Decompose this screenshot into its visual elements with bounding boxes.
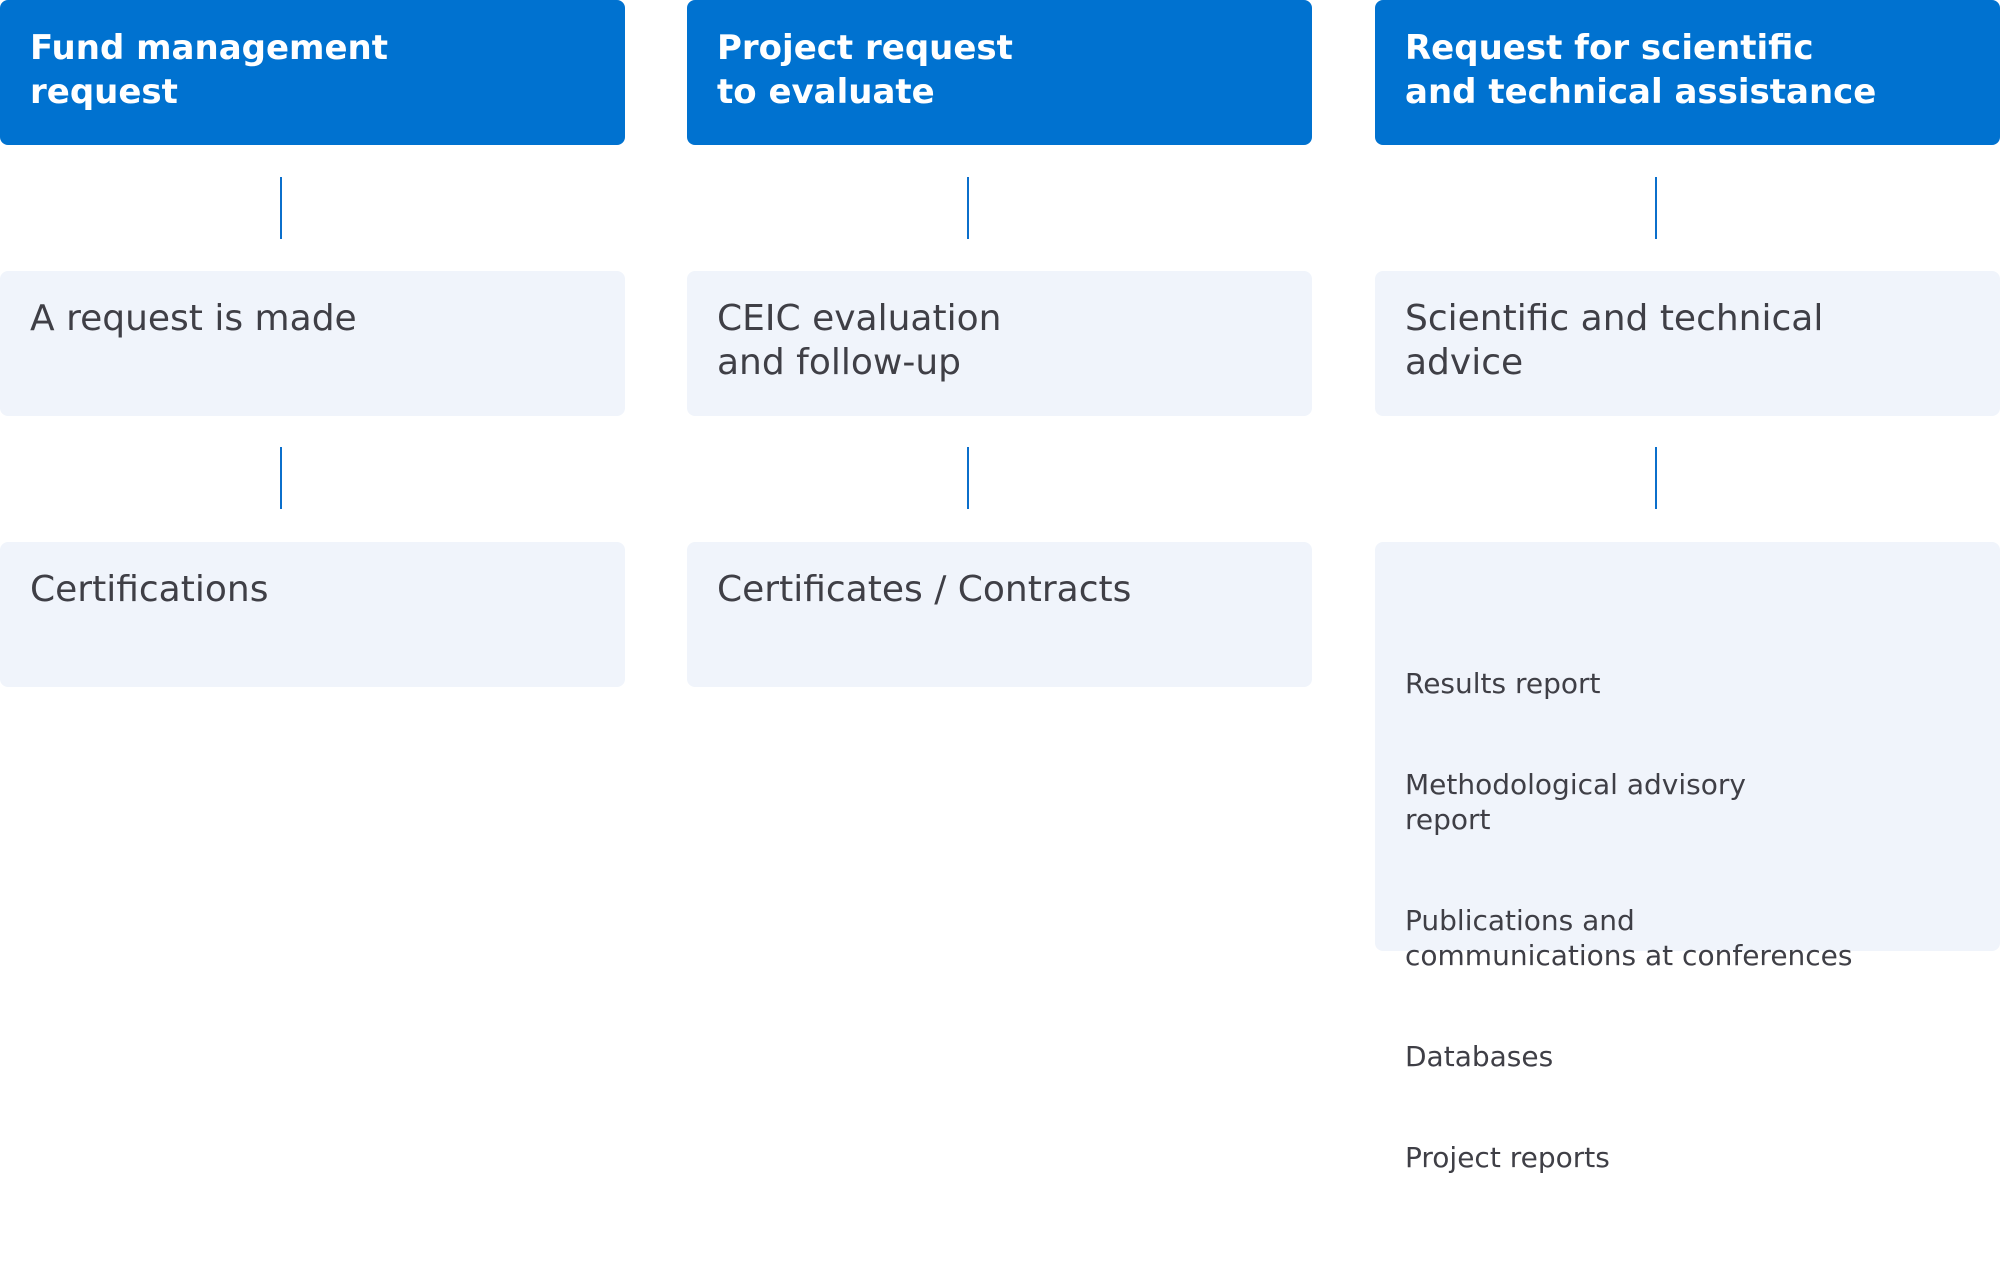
output-box: Certificates / Contracts (687, 542, 1312, 687)
output-box: Certifications (0, 542, 625, 687)
process-flow-diagram: Fund management request A request is mad… (0, 0, 2000, 1174)
step-box: Scientific and technical advice (1375, 271, 2000, 416)
header-box: Request for scientific and technical ass… (1375, 0, 2000, 145)
step-box: A request is made (0, 271, 625, 416)
connector-line (280, 447, 282, 509)
connector-line (1655, 447, 1657, 509)
output-list-item: Publications and communications at confe… (1405, 904, 1853, 972)
output-list-item: Databases (1405, 1040, 1554, 1073)
step-box: CEIC evaluation and follow-up (687, 271, 1312, 416)
output-list: Results report Methodological advisory r… (1405, 622, 1970, 1241)
header-box: Fund management request (0, 0, 625, 145)
output-box: Results report Methodological advisory r… (1375, 542, 2000, 1174)
connector-line (1655, 177, 1657, 239)
output-list-item: Methodological advisory report (1405, 768, 1746, 836)
output-list-item: Project reports (1405, 1141, 1610, 1174)
header-box: Project request to evaluate (687, 0, 1312, 145)
output-list-item: Results report (1405, 667, 1601, 700)
connector-line (280, 177, 282, 239)
connector-line (967, 447, 969, 509)
connector-line (967, 177, 969, 239)
